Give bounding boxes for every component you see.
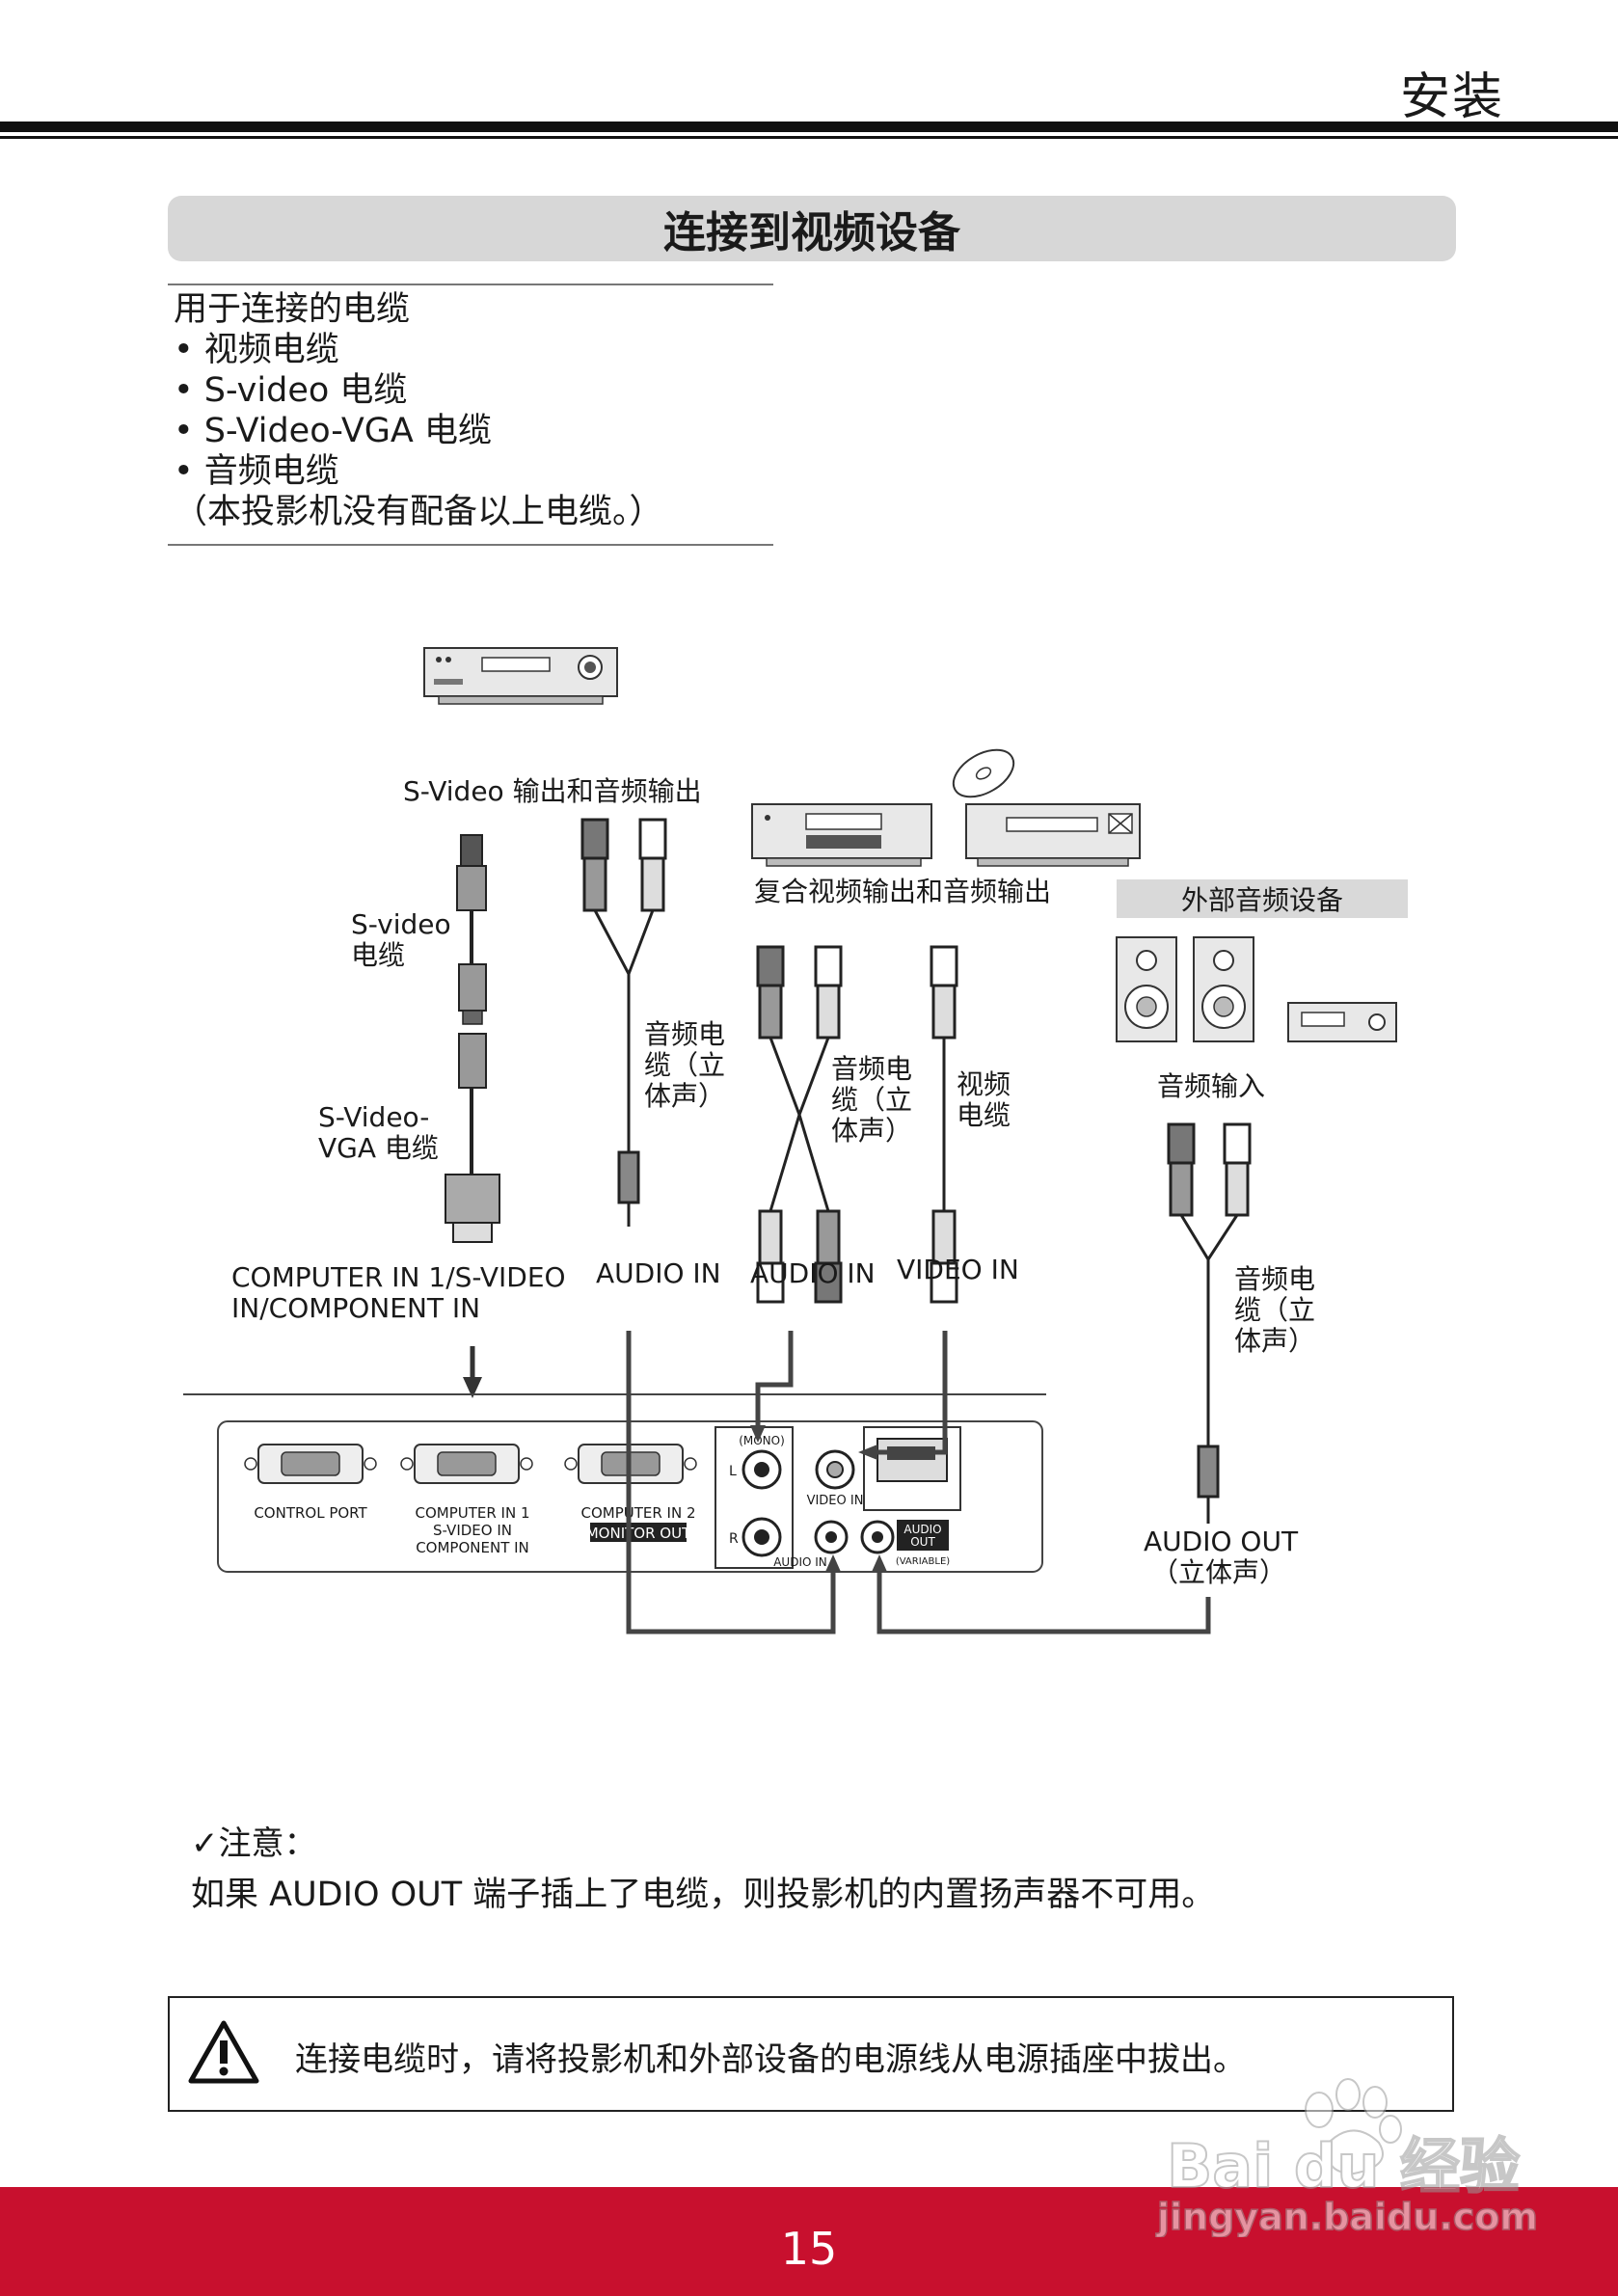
section-banner: 连接到视频设备 — [168, 196, 1456, 261]
arrow-up-icon — [872, 1554, 887, 1572]
panel-audio-out: OUT — [910, 1535, 935, 1549]
panel-mono: (MONO) — [739, 1434, 785, 1447]
panel-computer-in1: S-VIDEO IN — [433, 1522, 512, 1539]
audio-out-label: AUDIO OUT — [1144, 1526, 1299, 1557]
svideo-cable-label: S-video — [351, 908, 451, 940]
cable-list-box: 用于连接的电缆 • 视频电缆 • S-video 电缆 • S-Video-VG… — [168, 284, 773, 546]
panel-computer-in1: COMPUTER IN 1 — [415, 1504, 529, 1522]
arrow-down-icon — [463, 1346, 482, 1398]
vcr-device-icon — [423, 647, 618, 705]
cable-list-note: （本投影机没有配备以上电缆。） — [174, 493, 663, 531]
routing-lines — [626, 1331, 1211, 1634]
audio-cable-2 — [756, 945, 843, 1304]
note-title: ✓注意： — [191, 1824, 317, 1863]
arrow-up-icon — [825, 1554, 841, 1572]
warning-box: 连接电缆时，请将投影机和外部设备的电源线从电源插座中拔出。 — [168, 1996, 1454, 2112]
svideo-cable-label: 电缆 — [351, 939, 405, 971]
speaker-icon — [1193, 936, 1254, 1042]
cable-list-heading: 用于连接的电缆 — [174, 290, 411, 329]
panel-control-port: CONTROL PORT — [254, 1504, 367, 1522]
arrow-left-icon — [858, 1445, 877, 1460]
ext-audio-label: 外部音频设备 — [1181, 884, 1343, 916]
panel-r: R — [729, 1531, 739, 1547]
monitor-out-badge — [590, 1523, 687, 1542]
svideo-cable — [445, 834, 500, 1243]
audio-cable-3-label: 缆（立 — [1234, 1294, 1315, 1326]
audio-out-label: （立体声） — [1151, 1556, 1286, 1588]
audio-cable-3-label: 音频电 — [1234, 1263, 1315, 1295]
computer-in-label: COMPUTER IN 1/S-VIDEO — [231, 1261, 566, 1293]
video-cable — [930, 945, 958, 1304]
audio-in-label-1: AUDIO IN — [596, 1257, 721, 1289]
audio-cable-1-label: 音频电 — [644, 1018, 725, 1050]
ext-audio-banner — [1117, 879, 1408, 918]
computer-in-label: IN/COMPONENT IN — [231, 1292, 480, 1324]
warning-text: 连接电缆时，请将投影机和外部设备的电源线从电源插座中拔出。 — [295, 2040, 1246, 2079]
header-title: 安装 — [1399, 68, 1504, 126]
svideo-vga-label: S-Video- — [318, 1101, 429, 1133]
video-cable-label: 电缆 — [957, 1099, 1011, 1131]
arrow-down-icon — [750, 1425, 766, 1443]
watermark-url: jingyan.baidu.com — [1155, 2196, 1538, 2237]
panel-variable: (VARIABLE) — [896, 1556, 950, 1567]
cd-player-icon — [952, 748, 1141, 867]
video-in-label: VIDEO IN — [897, 1254, 1019, 1285]
audio-cable-3 — [1167, 1122, 1252, 1524]
panel-video-in: VIDEO IN — [807, 1494, 864, 1508]
panel-audio-in: AUDIO IN — [773, 1555, 827, 1569]
amplifier-icon — [1287, 1002, 1397, 1042]
audio-cable-1-label: 体声） — [644, 1080, 725, 1112]
audio-cable-1-label: 缆（立 — [644, 1049, 725, 1081]
audio-cable-2-label: 体声） — [831, 1115, 912, 1147]
baidu-watermark: Bai du 经验 jingyan.baidu.com — [1154, 2078, 1539, 2237]
header-rule-thick — [0, 122, 1618, 132]
composite-out-label: 复合视频输出和音频输出 — [754, 876, 1051, 907]
panel-l: L — [729, 1464, 737, 1479]
speaker-icon — [1116, 936, 1177, 1042]
panel-computer-in1: COMPONENT IN — [416, 1539, 529, 1556]
dvd-player-icon — [751, 803, 932, 867]
svideo-vga-label: VGA 电缆 — [318, 1132, 439, 1164]
note-text: 如果 AUDIO OUT 端子插上了电缆，则投影机的内置扬声器不可用。 — [191, 1876, 1216, 1914]
video-cable-label: 视频 — [957, 1068, 1011, 1100]
section-title: 连接到视频设备 — [663, 208, 960, 257]
audio-cable-1 — [580, 818, 667, 1227]
page-number: 15 — [780, 2223, 838, 2275]
cable-item: • S-Video-VGA 电缆 — [174, 412, 492, 450]
watermark-brand: Bai du 经验 — [1167, 2131, 1520, 2201]
audio-input-label: 音频输入 — [1157, 1070, 1265, 1102]
connection-diagram: S-Video 输出和音频输出 S-video 电缆 S-Video- VGA … — [183, 647, 1408, 1634]
cable-item: • 音频电缆 — [174, 452, 339, 491]
audio-cable-2-label: 缆（立 — [831, 1084, 912, 1116]
panel-computer-in2: COMPUTER IN 2 — [580, 1504, 695, 1522]
warning-icon — [188, 2020, 259, 2084]
audio-cable-3-label: 体声） — [1234, 1325, 1315, 1357]
audio-in-label-2: AUDIO IN — [750, 1257, 876, 1289]
audio-cable-2-label: 音频电 — [831, 1053, 912, 1085]
panel-monitor-out: MONITOR OUT — [586, 1525, 691, 1542]
svideo-out-label: S-Video 输出和音频输出 — [403, 775, 702, 807]
header-rule-thin — [0, 136, 1618, 139]
cable-item: • S-video 电缆 — [174, 371, 408, 410]
footer-bar — [0, 2187, 1618, 2296]
panel-audio-out: AUDIO — [903, 1523, 941, 1536]
cable-item: • 视频电缆 — [174, 331, 339, 369]
